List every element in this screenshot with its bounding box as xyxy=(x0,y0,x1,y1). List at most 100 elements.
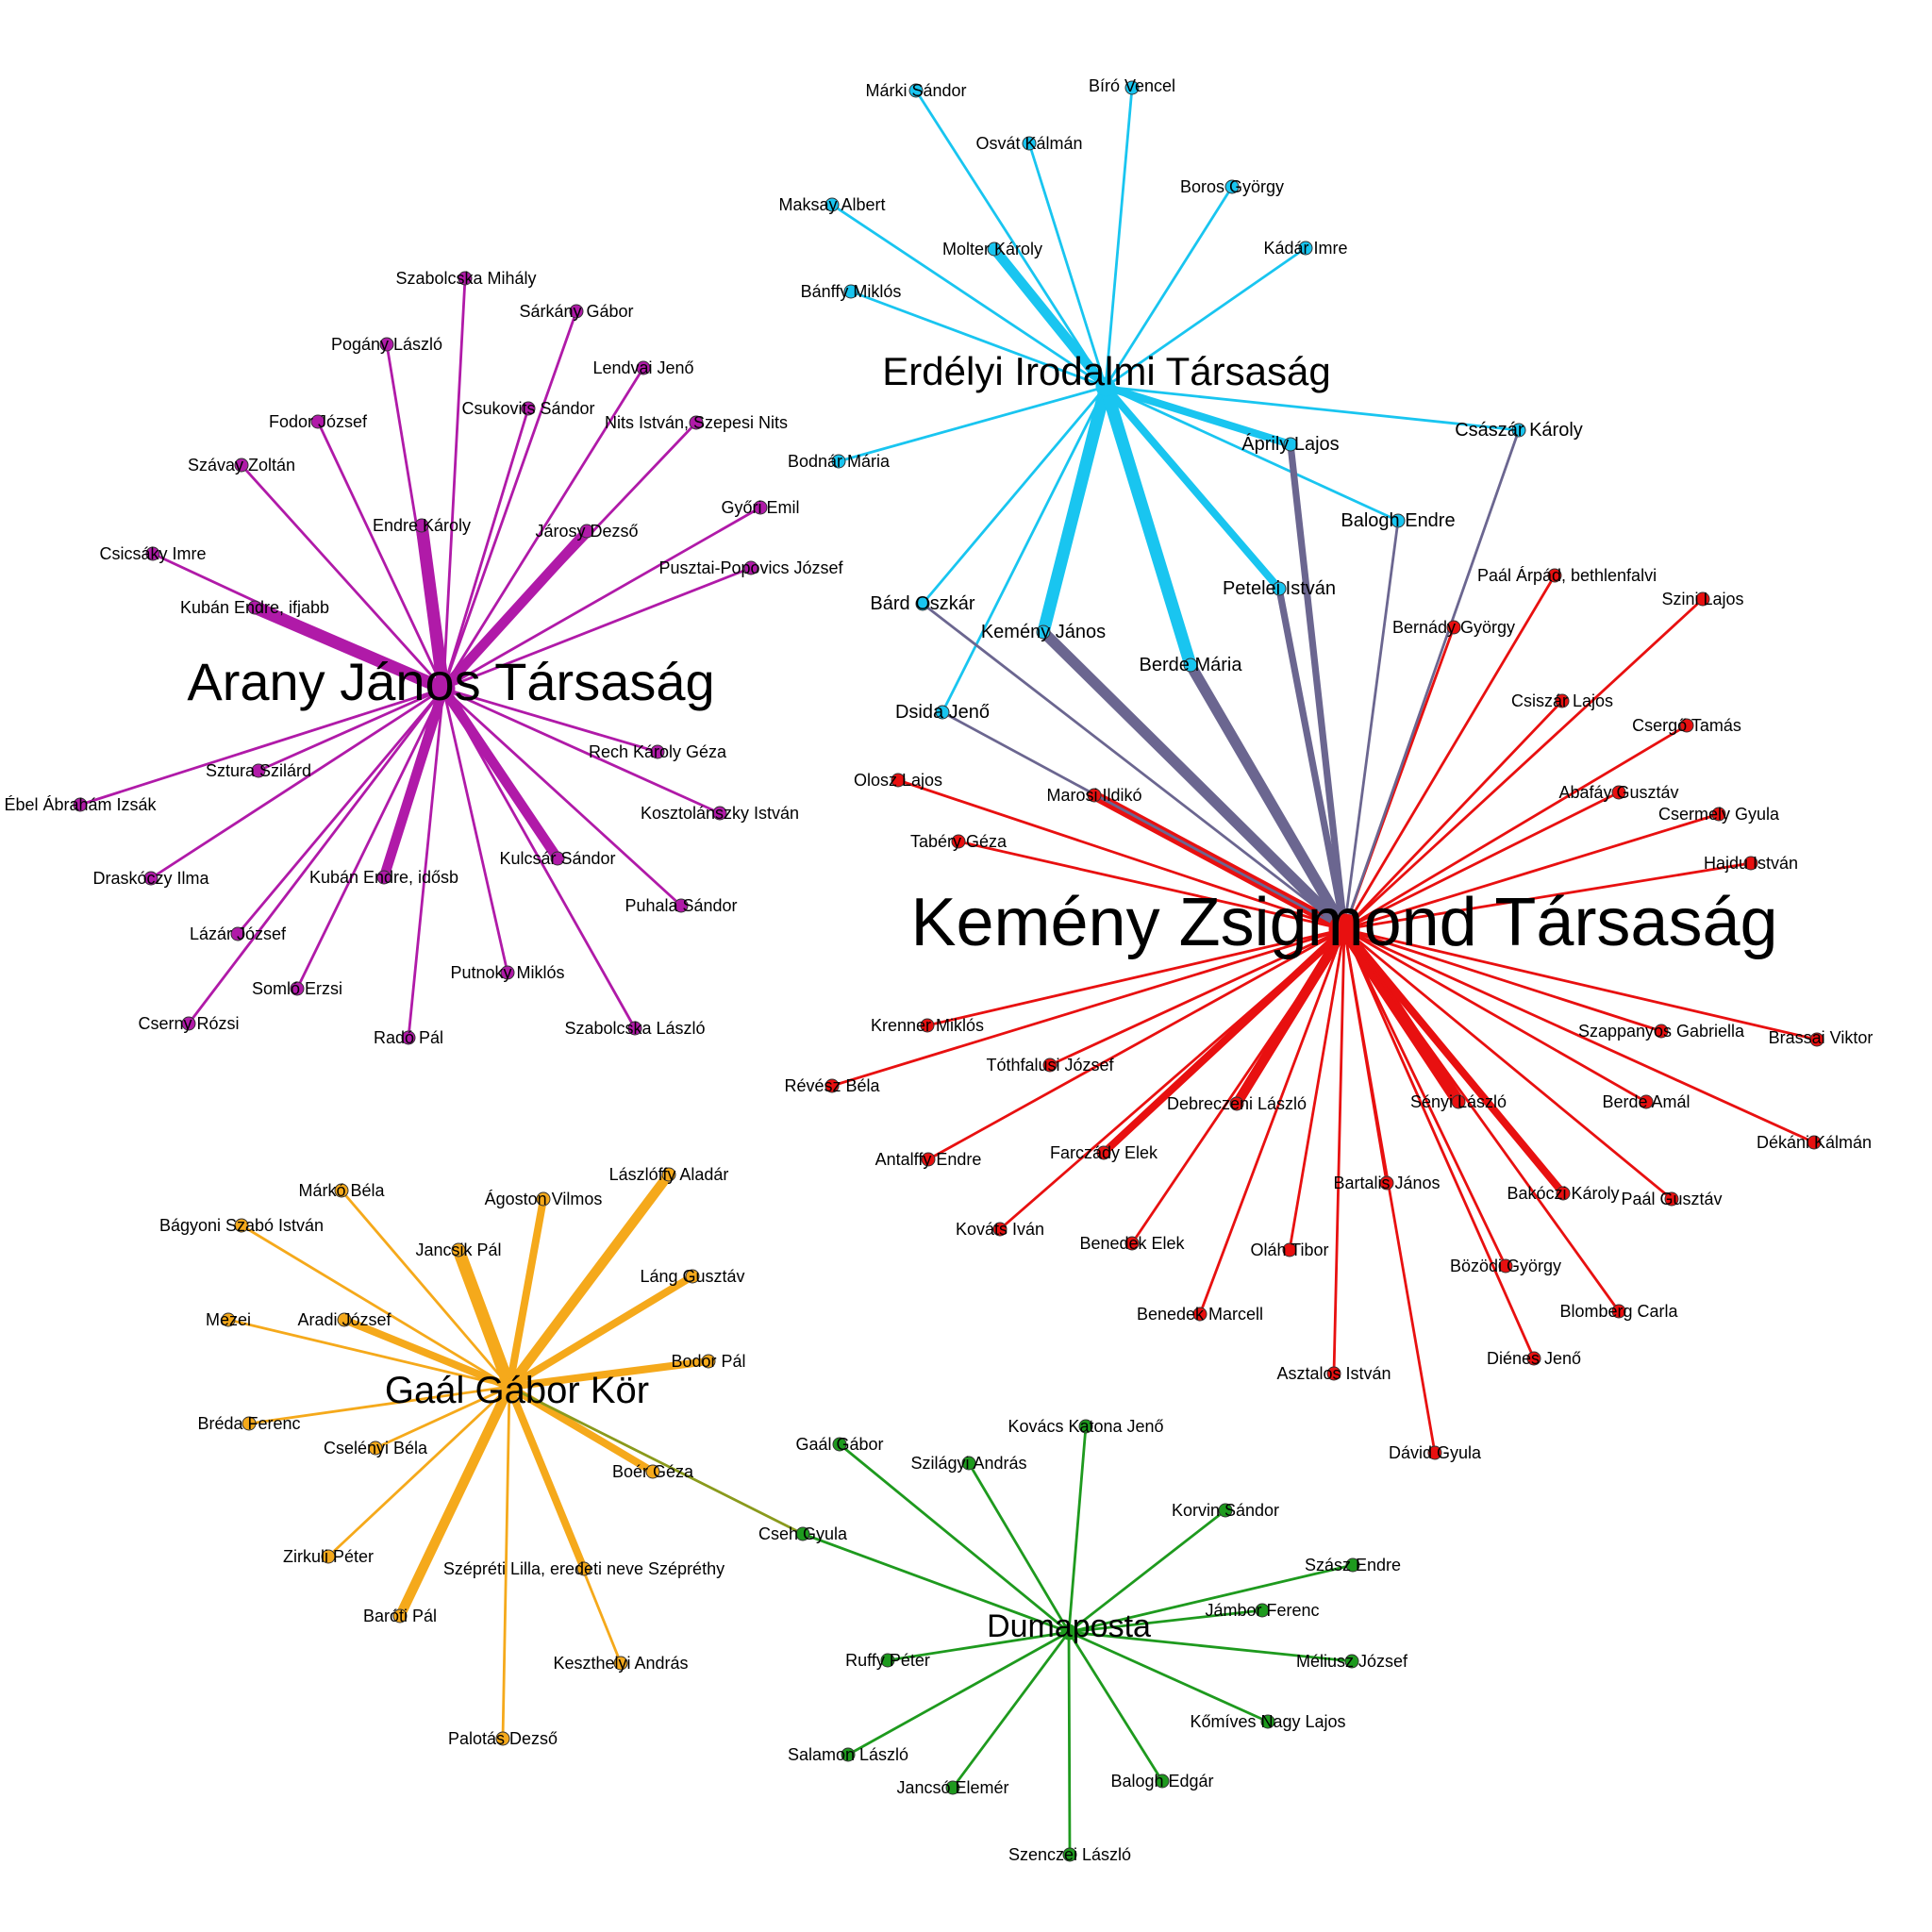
node-debreczeni-laszlo[interactable] xyxy=(1229,1096,1244,1111)
node-szilagyi-andras[interactable] xyxy=(961,1456,976,1471)
node-kovacs-katona-jeno[interactable] xyxy=(1078,1419,1093,1434)
node-szenczei-laszlo[interactable] xyxy=(1062,1847,1077,1862)
node-dienes-jeno[interactable] xyxy=(1526,1351,1541,1366)
node-revesz-bela[interactable] xyxy=(824,1078,840,1093)
node-brassai-viktor[interactable] xyxy=(1809,1032,1824,1047)
node-komives-nagy-lajos[interactable] xyxy=(1260,1714,1275,1729)
node-bagyoni-szabo-istvan[interactable] xyxy=(234,1218,249,1233)
node-farczady-elek[interactable] xyxy=(1096,1145,1111,1160)
node-lang-gusztav[interactable] xyxy=(685,1269,700,1284)
node-rado-pal[interactable] xyxy=(401,1030,416,1045)
node-szabolcska-laszlo[interactable] xyxy=(627,1021,642,1036)
node-fodor-jozsef[interactable] xyxy=(310,414,325,429)
node-jarosy-dezso[interactable] xyxy=(579,524,594,539)
hub-node-dumaposta[interactable] xyxy=(1060,1624,1077,1641)
node-somlo-erzsi[interactable] xyxy=(290,981,305,996)
node-blomberg-carla[interactable] xyxy=(1611,1304,1626,1319)
node-csukovits-sandor[interactable] xyxy=(521,401,536,416)
node-breda-ferenc[interactable] xyxy=(242,1416,257,1431)
node-olosz-lajos[interactable] xyxy=(891,773,906,788)
node-pogany-laszlo[interactable] xyxy=(379,337,394,352)
node-berde-amal[interactable] xyxy=(1639,1094,1654,1109)
node-pusztai-popovics-jozsef[interactable] xyxy=(743,560,758,575)
node-ruffy-peter[interactable] xyxy=(880,1653,895,1668)
node-csermely-gyula[interactable] xyxy=(1711,807,1726,822)
node-endre-karoly[interactable] xyxy=(414,518,429,533)
node-kemeny-janos[interactable] xyxy=(1036,625,1051,640)
node-senyi-laszlo[interactable] xyxy=(1451,1094,1466,1109)
node-gaal-gabor[interactable] xyxy=(832,1437,847,1452)
node-paal-gusztav[interactable] xyxy=(1664,1191,1679,1207)
node-csiszar-lajos[interactable] xyxy=(1555,693,1570,708)
node-kuban-endre-idosb[interactable] xyxy=(376,870,391,885)
node-salamon-laszlo[interactable] xyxy=(841,1747,856,1762)
node-dekani-kalman[interactable] xyxy=(1807,1135,1822,1150)
node-tothfalusi-jozsef[interactable] xyxy=(1042,1058,1058,1073)
node-bodor-pal[interactable] xyxy=(701,1354,716,1369)
node-jancsik-pal[interactable] xyxy=(451,1242,466,1257)
node-paal-arpad-bethlenfalvi[interactable] xyxy=(1547,568,1562,583)
node-benedek-elek[interactable] xyxy=(1124,1236,1140,1251)
node-kosztolanszky-istvan[interactable] xyxy=(712,806,727,821)
node-abafay-gusztav[interactable] xyxy=(1611,785,1626,800)
node-szini-lajos[interactable] xyxy=(1695,591,1710,607)
hub-node-erdelyi[interactable] xyxy=(1095,376,1116,397)
node-boer-geza[interactable] xyxy=(645,1464,660,1479)
node-palotas-dezso[interactable] xyxy=(495,1731,510,1746)
node-balogh-edgar[interactable] xyxy=(1155,1774,1170,1789)
node-olah-tibor[interactable] xyxy=(1282,1242,1297,1257)
node-draskoczy-ilma[interactable] xyxy=(143,871,158,886)
node-cseh-gyula[interactable] xyxy=(795,1526,810,1541)
node-banffy-miklos[interactable] xyxy=(843,284,858,299)
node-balogh-endre[interactable] xyxy=(1391,513,1406,528)
node-bozodi-gyorgy[interactable] xyxy=(1498,1258,1513,1274)
node-marko-bela[interactable] xyxy=(334,1183,349,1198)
hub-node-arany[interactable] xyxy=(431,676,456,701)
node-kadar-imre[interactable] xyxy=(1298,241,1313,256)
node-szavay-zoltan[interactable] xyxy=(234,458,249,473)
node-marosi-ildiko[interactable] xyxy=(1087,788,1102,803)
node-csicsaky-imre[interactable] xyxy=(145,546,160,561)
node-antalffy-endre[interactable] xyxy=(921,1152,936,1167)
node-sarkany-gabor[interactable] xyxy=(569,304,584,319)
node-david-gyula[interactable] xyxy=(1427,1445,1442,1460)
node-petelei-istvan[interactable] xyxy=(1272,581,1287,596)
node-bard-oszkar[interactable] xyxy=(915,596,930,611)
node-szappanyos-gabriella[interactable] xyxy=(1654,1024,1669,1039)
node-csergo-tamas[interactable] xyxy=(1679,718,1694,733)
node-maksay-albert[interactable] xyxy=(824,197,840,212)
node-kuban-endre-ifjabb[interactable] xyxy=(247,600,262,615)
node-boros-gyorgy[interactable] xyxy=(1224,179,1240,194)
node-agoston-vilmos[interactable] xyxy=(536,1191,551,1207)
node-osvat-kalman[interactable] xyxy=(1022,136,1037,151)
node-aprily-lajos[interactable] xyxy=(1283,437,1298,452)
node-laszloffy-aladar[interactable] xyxy=(661,1167,676,1182)
node-benedek-marcell[interactable] xyxy=(1192,1307,1208,1322)
node-asztalos-istvan[interactable] xyxy=(1326,1366,1341,1381)
node-berde-maria[interactable] xyxy=(1183,658,1198,673)
node-jancso-elemer[interactable] xyxy=(945,1780,960,1795)
node-bernady-gyorgy[interactable] xyxy=(1446,620,1461,635)
hub-node-gaal[interactable] xyxy=(500,1377,519,1396)
node-szepreti-lilla-eredeti-neve-szeprethy[interactable] xyxy=(576,1561,591,1576)
node-aradi-jozsef[interactable] xyxy=(337,1312,352,1327)
node-puhala-sandor[interactable] xyxy=(674,898,689,913)
node-keszthelyi-andras[interactable] xyxy=(613,1656,628,1671)
node-dsida-jeno[interactable] xyxy=(935,705,950,720)
node-gyori-emil[interactable] xyxy=(753,500,768,515)
node-lendvai-jeno[interactable] xyxy=(636,360,651,375)
node-bakoczi-karoly[interactable] xyxy=(1556,1186,1571,1201)
hub-node-kemeny[interactable] xyxy=(1328,913,1360,945)
node-korvin-sandor[interactable] xyxy=(1218,1503,1233,1518)
node-ebel-abraham-izsak[interactable] xyxy=(73,797,88,812)
node-cserny-rozsi[interactable] xyxy=(181,1016,196,1031)
node-szabolcska-mihaly[interactable] xyxy=(458,271,473,286)
node-nits-istvan-szepesi-nits[interactable] xyxy=(689,415,704,430)
node-marki-sandor[interactable] xyxy=(908,83,924,98)
node-tabery-geza[interactable] xyxy=(951,834,966,849)
node-biro-vencel[interactable] xyxy=(1124,80,1140,95)
node-szasz-endre[interactable] xyxy=(1345,1557,1360,1573)
node-bartalis-janos[interactable] xyxy=(1379,1175,1394,1191)
node-jambor-ferenc[interactable] xyxy=(1255,1603,1270,1618)
node-molter-karoly[interactable] xyxy=(987,242,1002,257)
